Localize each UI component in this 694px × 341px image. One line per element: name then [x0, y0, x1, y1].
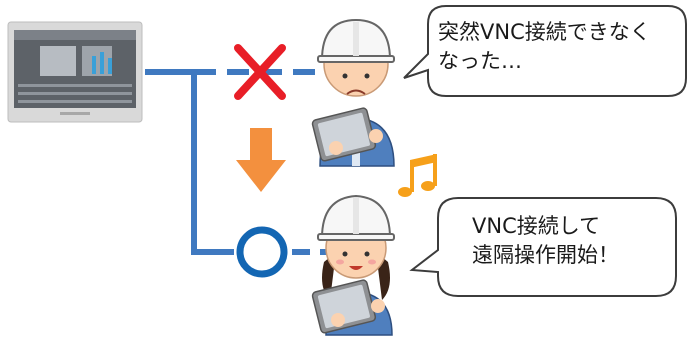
- bubble-bottom-line1: VNC接続して: [472, 214, 601, 238]
- bubble-top-line2: なった…: [438, 49, 522, 73]
- blue-o-mark-icon: [236, 226, 288, 278]
- speech-bubble-top-text: 突然VNC接続できなく なった…: [438, 18, 651, 76]
- speech-bubble-bottom: [409, 197, 677, 297]
- connection-lines: [145, 69, 326, 255]
- music-note-icon: [398, 154, 437, 197]
- down-arrow-icon: [236, 128, 286, 192]
- worker-happy-icon: [311, 194, 395, 336]
- touch-panel-hmi-icon: [7, 21, 143, 123]
- bubble-bottom-line2: 遠隔操作開始！: [472, 243, 619, 267]
- worker-sad-icon: [311, 18, 395, 167]
- speech-bubble-top: [403, 5, 687, 97]
- speech-bubble-bottom-text: VNC接続して 遠隔操作開始！: [472, 212, 619, 270]
- bubble-top-line1: 突然VNC接続できなく: [438, 20, 651, 44]
- red-x-mark-icon: [234, 44, 286, 100]
